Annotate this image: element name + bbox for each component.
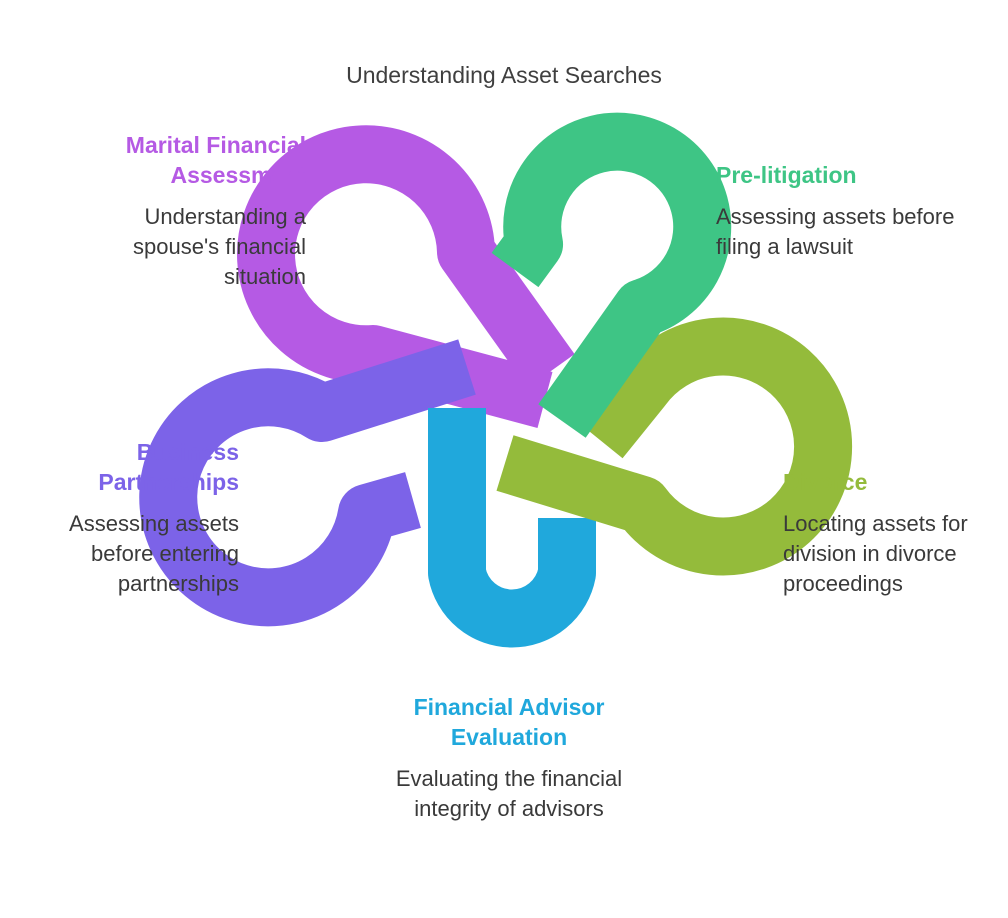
divorce-heading: Divorce — [783, 469, 868, 495]
prelit-loop — [491, 112, 732, 438]
advisor-description: Evaluating the financial integrity of ad… — [395, 766, 623, 821]
diagram-title: Understanding Asset Searches — [346, 62, 662, 88]
prelit-description: Assessing assets before filing a lawsuit — [716, 204, 955, 259]
divorce-block: Divorce Locating assets for division in … — [783, 467, 993, 599]
prelit-block: Pre-litigation Assessing assets before f… — [716, 160, 976, 262]
marital-heading: Marital Financial Assessment — [125, 132, 306, 188]
business-loop — [139, 339, 476, 627]
marital-block: Marital Financial Assessment Understandi… — [60, 130, 306, 292]
divorce-loop — [496, 317, 853, 576]
business-description: Assessing assets before entering partner… — [69, 511, 239, 596]
advisor-block: Financial Advisor Evaluation Evaluating … — [380, 692, 638, 824]
prelit-heading: Pre-litigation — [716, 162, 857, 188]
advisor-heading: Financial Advisor Evaluation — [413, 694, 605, 750]
business-heading: Business Partnerships — [98, 439, 239, 495]
marital-description: Understanding a spouse's financial situa… — [133, 204, 306, 289]
divorce-description: Locating assets for division in divorce … — [783, 511, 968, 596]
advisor-loop — [428, 408, 596, 648]
business-block: Business Partnerships Assessing assets b… — [20, 437, 239, 599]
marital-loop — [237, 125, 575, 429]
